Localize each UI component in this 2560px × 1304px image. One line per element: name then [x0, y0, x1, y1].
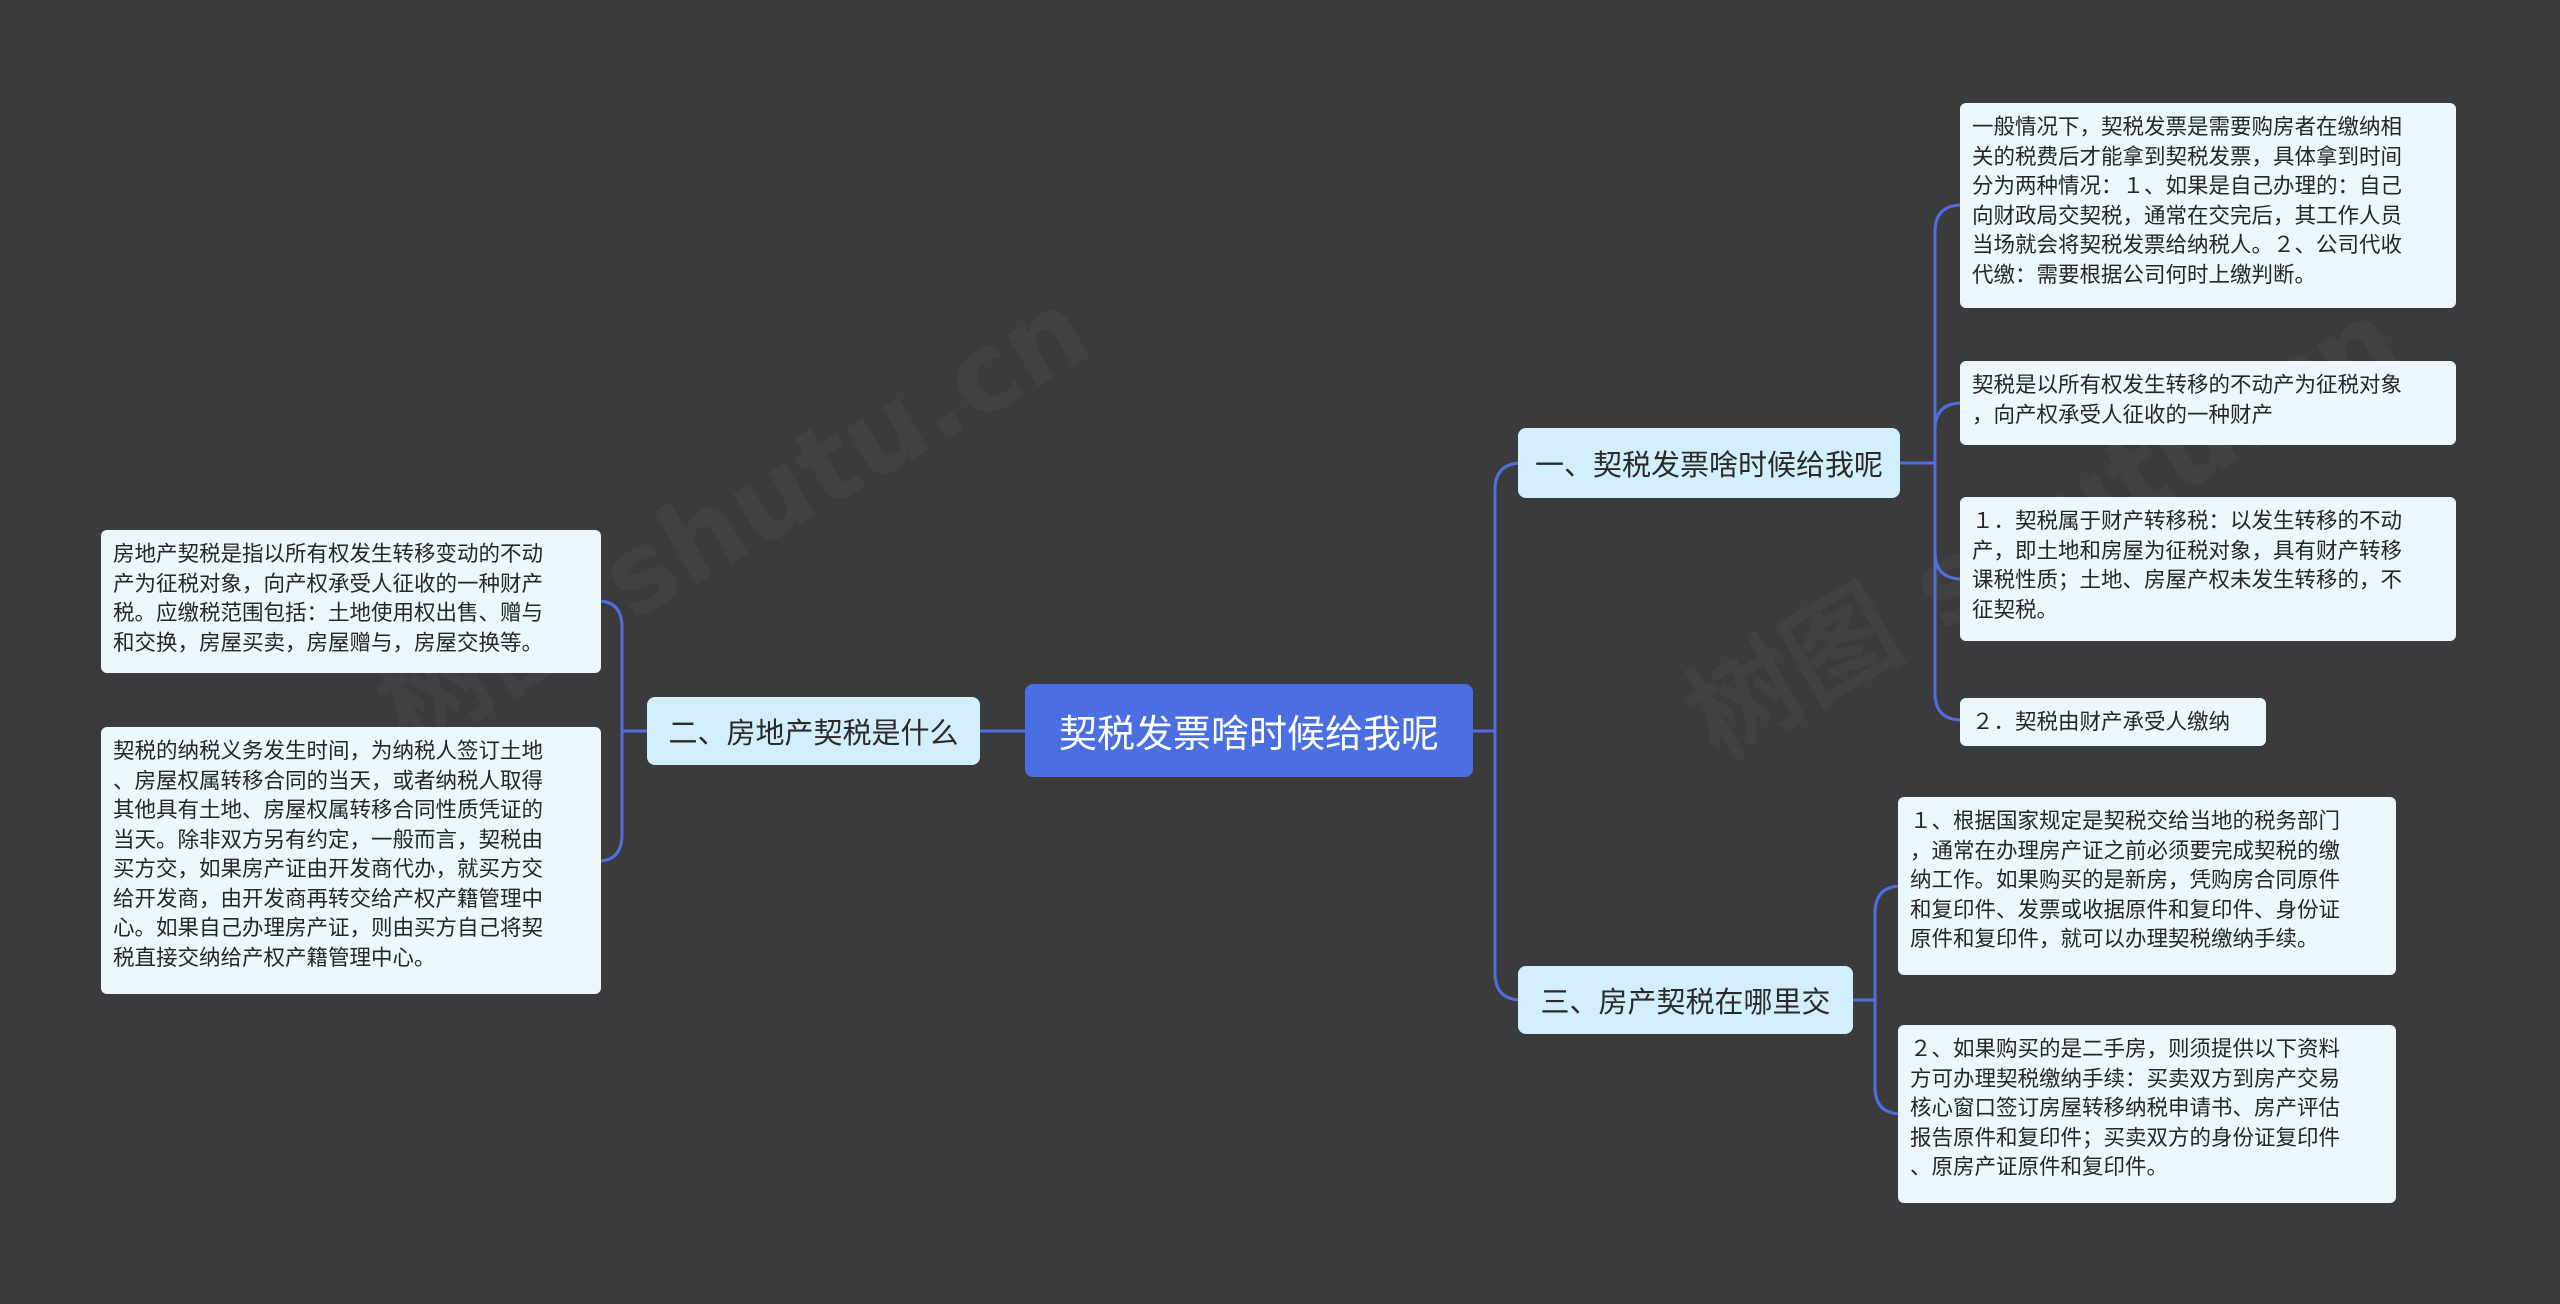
leaf-paid-by-recipient[interactable]: ２．契税由财产承受人缴纳 [1960, 698, 2266, 746]
leaf-deed-tax-definition[interactable]: 契税是以所有权发生转移的不动产为征税对象 ，向产权承受人征收的一种财产 [1960, 361, 2456, 445]
root-topic[interactable]: 契税发票啥时候给我呢 [1025, 684, 1473, 777]
branch-where-to-pay[interactable]: 三、房产契税在哪里交 [1518, 966, 1853, 1034]
leaf-real-estate-deed-tax[interactable]: 房地产契税是指以所有权发生转移变动的不动 产为征税对象，向产权承受人征收的一种财… [101, 530, 601, 673]
connector-b2-leaf2 [597, 731, 624, 863]
connector-b1-leaf4 [1933, 463, 1963, 722]
leaf-property-transfer-tax[interactable]: １．契税属于财产转移税：以发生转移的不动 产，即土地和房屋为征税对象，具有财产转… [1960, 497, 2456, 641]
connector-b1-leaf3 [1933, 463, 1963, 581]
branch-when-invoice[interactable]: 一、契税发票啥时候给我呢 [1518, 428, 1900, 498]
connector-root-b3 [1473, 729, 1523, 1002]
leaf-invoice-timing[interactable]: 一般情况下，契税发票是需要购房者在缴纳相 关的税费后才能拿到契税发票，具体拿到时… [1960, 103, 2456, 308]
leaf-second-hand-payment[interactable]: ２、如果购买的是二手房，则须提供以下资料 方可办理契税缴纳手续：买卖双方到房产交… [1898, 1025, 2396, 1203]
connector-root-b1 [1473, 461, 1523, 733]
leaf-new-house-payment[interactable]: １、根据国家规定是契税交给当地的税务部门 ，通常在办理房产证之前必须要完成契税的… [1898, 797, 2396, 975]
connector-b1-leaf1 [1900, 203, 1963, 465]
connector-b3-leaf1 [1853, 884, 1903, 1002]
branch-what-is-deed-tax[interactable]: 二、房地产契税是什么 [647, 697, 980, 765]
connector-b2-leaf1 [597, 599, 647, 733]
leaf-tax-obligation-time[interactable]: 契税的纳税义务发生时间，为纳税人签订土地 、房屋权属转移合同的当天，或者纳税人取… [101, 727, 601, 994]
connector-b1-leaf2 [1933, 401, 1963, 463]
